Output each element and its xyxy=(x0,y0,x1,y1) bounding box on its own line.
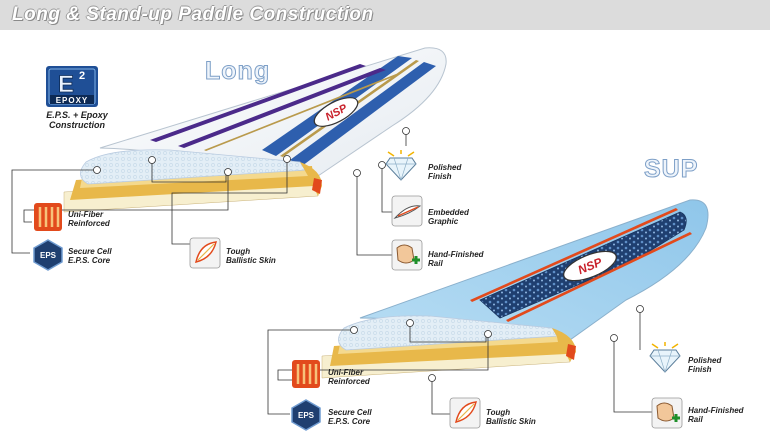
unifiber-icon xyxy=(34,203,62,231)
longboard-stripe-purple-2 xyxy=(178,68,386,148)
long-unifiber-label: Uni-Fiber Reinforced xyxy=(68,210,110,228)
longboard-core-section xyxy=(80,149,307,185)
sup-ballistic-skin-icon xyxy=(449,397,481,429)
epoxy-caption: E.P.S. + Epoxy Construction xyxy=(46,110,108,130)
long-polished-label: Polished Finish xyxy=(428,163,462,181)
epoxy-logo-e: E xyxy=(58,71,74,98)
sup-stripe-orange-2 xyxy=(506,232,692,322)
sup-ballistic-label: Tough Ballistic Skin xyxy=(486,408,536,426)
sup-stripe-orange xyxy=(470,208,678,302)
longboard-stripe-purple xyxy=(150,64,366,142)
longboard-brand-logo: NSP xyxy=(313,97,359,127)
epoxy-logo-badge-text: EPOXY xyxy=(56,96,89,105)
sup-eps-badge-text: EPS xyxy=(298,411,315,420)
epoxy-logo: E 2 EPOXY xyxy=(46,66,98,107)
embedded-graphic-icon xyxy=(391,195,423,227)
sup-leader-dots xyxy=(350,305,644,382)
longboard-stripe-gold-2 xyxy=(204,74,398,151)
sup-rail-orange xyxy=(566,344,576,360)
sup-leaders xyxy=(267,310,652,415)
sup-eps-core-icon: EPS xyxy=(291,399,321,431)
sup-unifiber-icon xyxy=(292,360,320,388)
sup-unifiber-label: Uni-Fiber Reinforced xyxy=(328,368,370,386)
sup-label: SUP xyxy=(644,155,698,183)
eps-core-icon: EPS xyxy=(33,239,63,271)
sup-polished-finish-icon xyxy=(649,342,681,373)
longboard-rail-orange xyxy=(312,178,322,194)
long-ballistic-label: Tough Ballistic Skin xyxy=(226,247,276,265)
long-secure-cell-label: Secure Cell E.P.S. Core xyxy=(68,247,112,265)
eps-badge-text: EPS xyxy=(40,251,57,260)
sup-polished-label: Polished Finish xyxy=(688,356,722,374)
longboard-leaders xyxy=(11,132,407,256)
sup-secure-cell-label: Secure Cell E.P.S. Core xyxy=(328,408,372,426)
sup-core-section xyxy=(338,315,559,351)
header-bar: Long & Stand-up Paddle Construction xyxy=(0,0,770,30)
sup-hand-rail-label: Hand-Finished Rail xyxy=(688,406,744,424)
sup-brand-logo: NSP xyxy=(563,250,617,282)
longboard-label: Long xyxy=(205,57,270,85)
sup-board: NSP xyxy=(321,199,709,379)
epoxy-logo-superscript: 2 xyxy=(79,70,85,82)
polished-finish-icon xyxy=(385,150,417,181)
sup-hand-finished-rail-icon xyxy=(651,397,683,429)
page-title: Long & Stand-up Paddle Construction xyxy=(12,4,374,25)
long-embedded-label: Embedded Graphic xyxy=(428,208,469,226)
hand-finished-rail-icon xyxy=(391,239,423,271)
ballistic-skin-icon xyxy=(189,237,221,269)
longboard: NSP xyxy=(63,47,447,213)
long-hand-rail-label: Hand-Finished Rail xyxy=(428,250,484,268)
longboard-stripe-blue-2 xyxy=(290,62,436,166)
longboard-leader-dots xyxy=(93,127,410,177)
